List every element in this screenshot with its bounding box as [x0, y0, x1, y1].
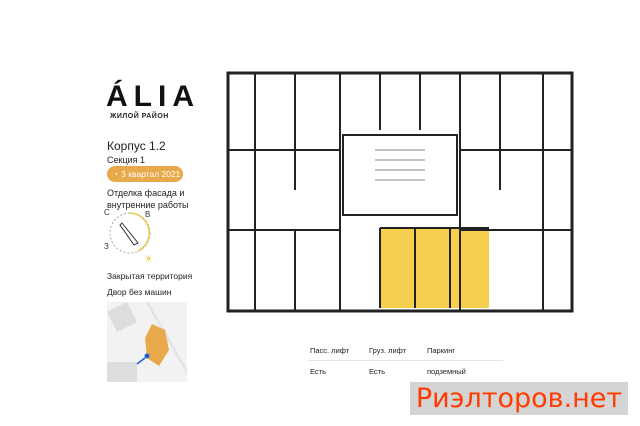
construction-status: Отделка фасада и внутренние работы [107, 188, 189, 210]
feature-no-cars: Двор без машин [107, 287, 172, 297]
spec-divider [308, 360, 503, 361]
compass-needle-icon [119, 222, 139, 246]
compass: С В З ☀ [104, 208, 153, 265]
logo-subtitle: ЖИЛОЙ РАЙОН [110, 113, 169, 120]
section-label: Секция 1 [107, 155, 146, 165]
highlighted-apartment[interactable] [379, 228, 489, 308]
sun-icon: ☀ [144, 254, 153, 265]
logo: ÁLIA [106, 80, 200, 113]
spec-value-cargo-lift: Есть [369, 367, 386, 376]
feature-closed-territory: Закрытая территория [107, 271, 193, 281]
compass-n: С [104, 208, 110, 217]
watermark: Риэлторов.нет [410, 382, 628, 415]
spec-value-pass-lift: Есть [310, 367, 327, 376]
spec-header-pass-lift: Пасс. лифт [310, 346, 350, 355]
compass-e: В [145, 210, 150, 219]
site-map[interactable] [107, 302, 187, 382]
clock-icon: ◔ [113, 169, 119, 179]
spec-header-cargo-lift: Груз. лифт [369, 346, 407, 355]
spec-header-parking: Паркинг [427, 346, 456, 355]
building-title: Корпус 1.2 [107, 139, 166, 153]
compass-w: З [104, 242, 109, 251]
location-pin-icon [144, 353, 150, 359]
building-marker [145, 324, 169, 366]
spec-value-parking: подземный [427, 367, 466, 376]
deadline-text: 3 квартал 2021 [121, 169, 181, 179]
floor-plan [226, 71, 574, 313]
deadline-badge: ◔ 3 квартал 2021 [107, 166, 183, 182]
